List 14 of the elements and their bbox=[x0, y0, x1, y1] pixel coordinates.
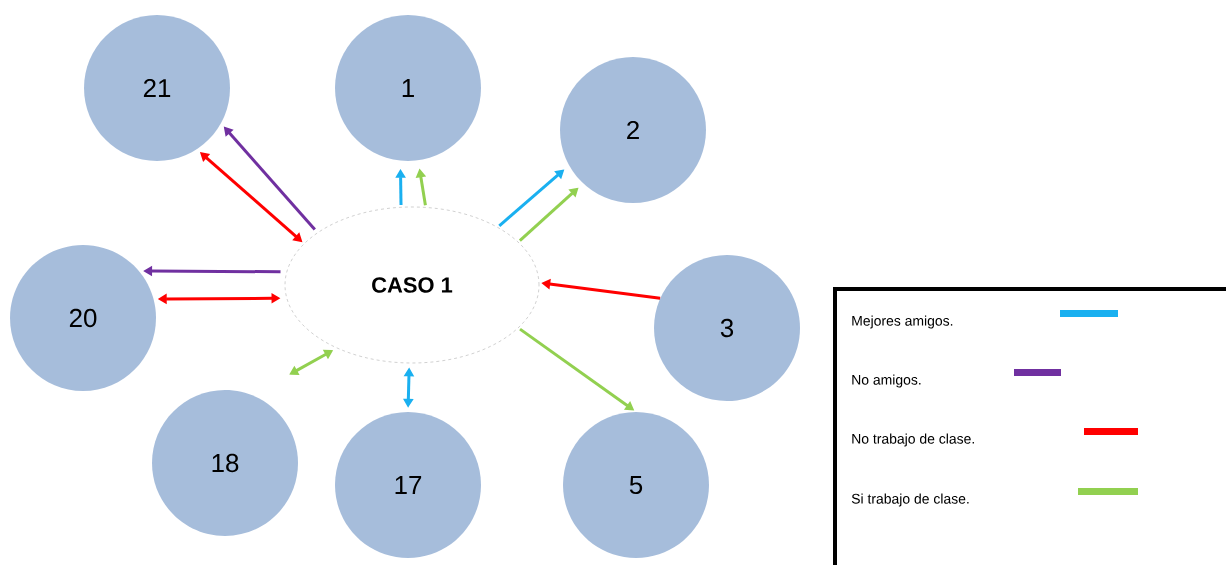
legend-text: Mejores amigos. bbox=[852, 315, 953, 329]
circle-node: 21 bbox=[84, 15, 230, 161]
legend-text: No amigos. bbox=[852, 374, 921, 388]
circle-node: 5 bbox=[563, 412, 709, 558]
circle-node: 1 bbox=[335, 15, 481, 161]
circle-node: 18 bbox=[152, 390, 298, 536]
arrow bbox=[518, 187, 579, 242]
circle-node: 17 bbox=[335, 412, 481, 558]
legend-text: Si trabajo de clase. bbox=[851, 493, 969, 507]
legend-text: No trabajo de clase. bbox=[852, 433, 974, 447]
circle-node: 2 bbox=[560, 57, 706, 203]
ellipse-node: CASO 1 bbox=[284, 206, 540, 364]
circle-node: 20 bbox=[10, 245, 156, 391]
circle-node: 3 bbox=[654, 255, 800, 401]
